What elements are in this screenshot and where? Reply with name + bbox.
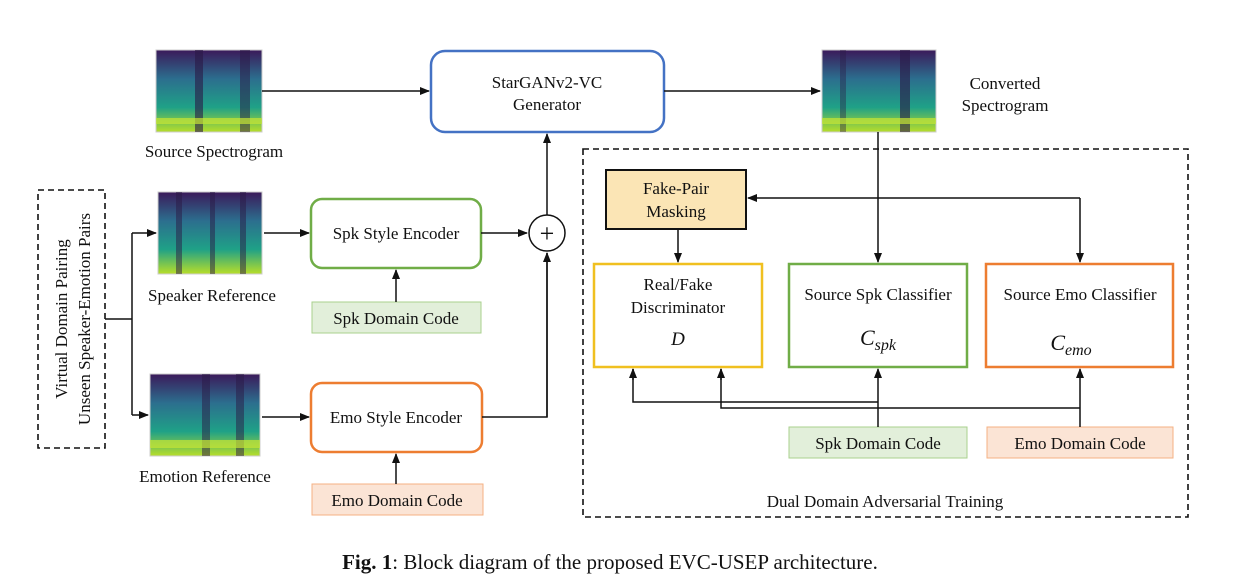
- emo-style-encoder-label: Emo Style Encoder: [330, 408, 463, 427]
- converted-spectrogram-label-line2: Spectrogram: [962, 96, 1049, 115]
- virtual-domain-label-line1: Virtual Domain Pairing: [52, 239, 71, 399]
- left-arrows: [262, 87, 821, 484]
- spk-classifier-box: [787, 262, 969, 369]
- spk-classifier-label: Source Spk Classifier: [804, 285, 952, 304]
- emotion-reference-label: Emotion Reference: [139, 467, 271, 486]
- spk-style-encoder-label: Spk Style Encoder: [333, 224, 460, 243]
- emo-classifier-label: Source Emo Classifier: [1004, 285, 1157, 304]
- discriminator-label-line2: Discriminator: [631, 298, 726, 317]
- fake-pair-masking-line1: Fake-Pair: [643, 179, 709, 198]
- fake-pair-masking-box: [605, 169, 747, 230]
- emo-classifier-box: [984, 262, 1175, 369]
- adversarial-training-title: Dual Domain Adversarial Training: [767, 492, 1004, 511]
- discriminator-symbol: D: [670, 329, 685, 350]
- adv-spk-domain-code-box: [788, 426, 968, 459]
- generator-label-line1: StarGANv2-VC: [492, 73, 603, 92]
- adv-spk-domain-code-label: Spk Domain Code: [815, 434, 941, 453]
- discriminator-label-line1: Real/Fake: [644, 275, 713, 294]
- sum-symbol: +: [540, 219, 555, 248]
- emotion-reference-image: [149, 373, 261, 457]
- converted-spectrogram-image: [821, 49, 937, 133]
- emo-domain-code-label: Emo Domain Code: [331, 491, 462, 510]
- virtual-domain-box: [37, 189, 106, 449]
- discriminator-box: [592, 262, 764, 369]
- source-spectrogram-image: [155, 49, 263, 133]
- emo-domain-code-box: [311, 483, 484, 516]
- generator-label-line2: Generator: [513, 95, 581, 114]
- fake-pair-masking-line2: Masking: [646, 202, 706, 221]
- figure-caption: Fig. 1: Block diagram of the proposed EV…: [342, 550, 878, 574]
- virtual-box-connectors: [105, 229, 157, 419]
- spk-domain-code-label: Spk Domain Code: [333, 309, 459, 328]
- adversarial-arrows: [629, 132, 1084, 427]
- speaker-reference-label: Speaker Reference: [148, 286, 276, 305]
- adv-emo-domain-code-box: [986, 426, 1174, 459]
- spk-domain-code-box: [311, 301, 482, 334]
- spk-classifier-symbol: Cspk: [860, 325, 897, 354]
- adversarial-training-box: [582, 148, 1189, 518]
- source-spectrogram-label: Source Spectrogram: [145, 142, 283, 161]
- virtual-domain-label-line2: Unseen Speaker-Emotion Pairs: [75, 213, 94, 425]
- emo-classifier-symbol: Cemo: [1050, 330, 1091, 359]
- converted-spectrogram-label-line1: Converted: [970, 74, 1041, 93]
- speaker-reference-image: [157, 191, 263, 275]
- adv-emo-domain-code-label: Emo Domain Code: [1014, 434, 1145, 453]
